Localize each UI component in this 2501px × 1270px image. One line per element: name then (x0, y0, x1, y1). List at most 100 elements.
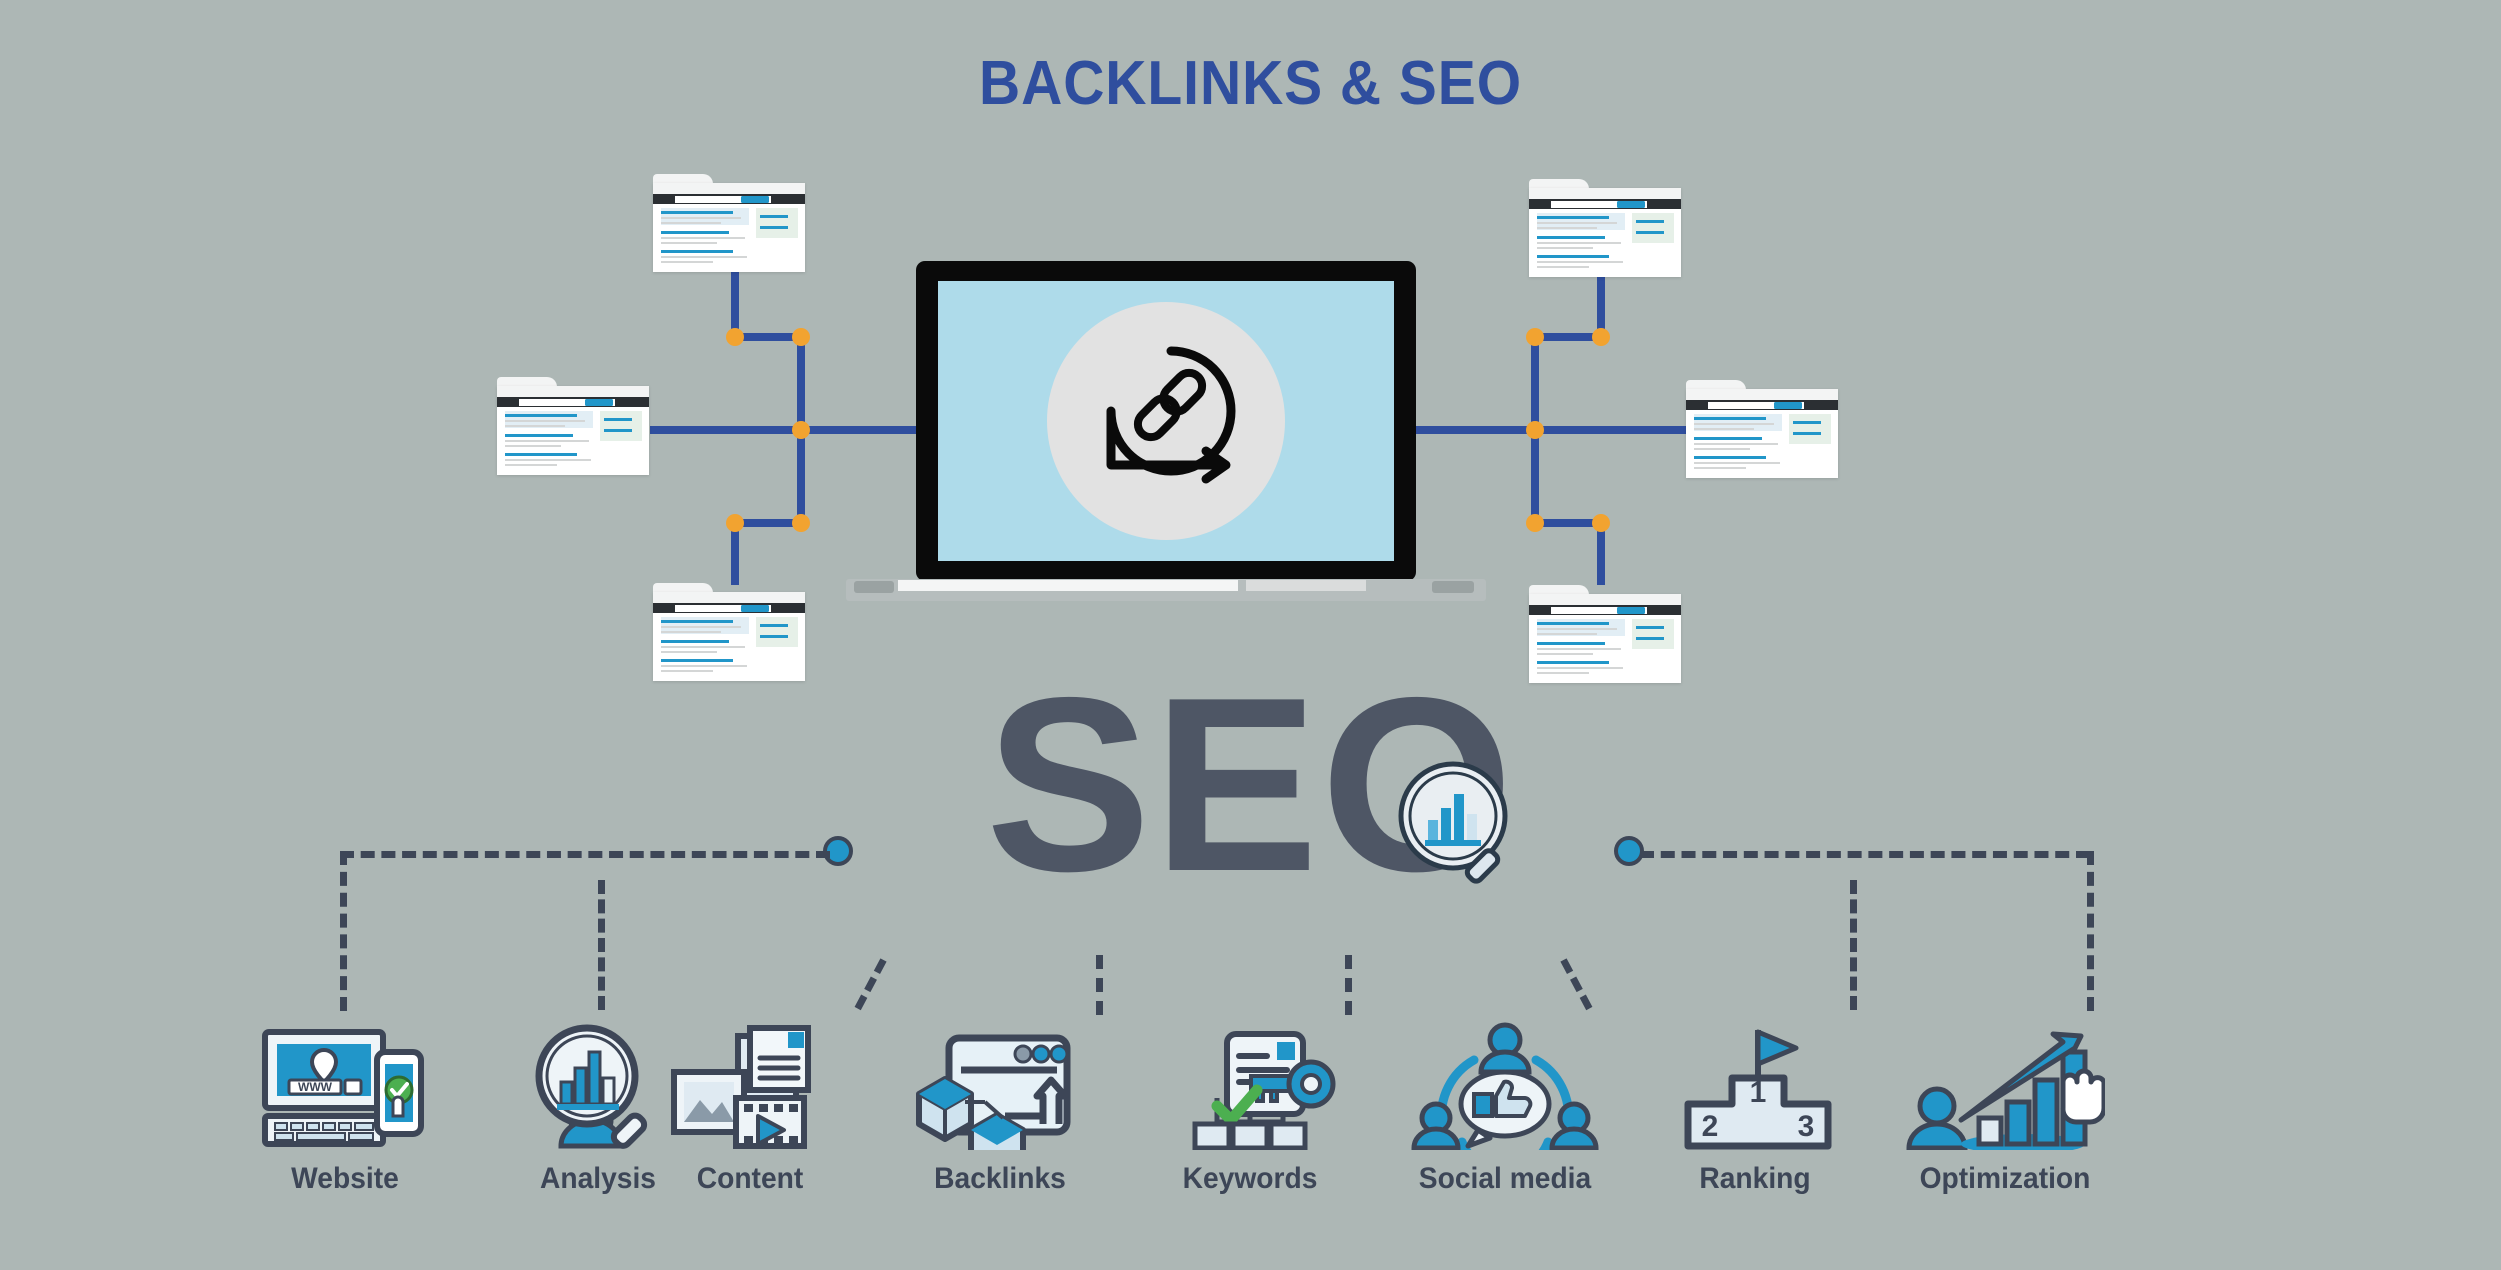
search-button[interactable] (1617, 606, 1645, 614)
item-label: Content (696, 1162, 804, 1195)
item-label: Keywords (1182, 1162, 1318, 1195)
card-bottom-right[interactable] (1529, 585, 1681, 683)
browser-toolbar (1529, 594, 1681, 611)
item-social-media[interactable]: Social media (1405, 1020, 1605, 1196)
network-node-right-upper-joint (1526, 328, 1544, 346)
wire-left-top-horizontal (731, 333, 801, 341)
network-node-right-lower-joint (1526, 514, 1544, 532)
website-monitor-icon: WWW (245, 1020, 445, 1150)
item-label: Optimization (1919, 1162, 2091, 1195)
backlinks-nodes-icon (900, 1020, 1100, 1150)
browser-dots-icon (658, 596, 680, 609)
tree-line-analysis-drop (598, 880, 605, 1010)
wire-left-mid-to-laptop (797, 426, 922, 434)
magnifier-bar-chart-icon (1398, 761, 1508, 884)
wire-right-top-horizontal (1531, 333, 1601, 341)
browser-dots-icon (502, 390, 524, 403)
network-node-right-top (1592, 328, 1610, 346)
search-input[interactable] (519, 398, 615, 406)
card-mid-right[interactable] (1686, 380, 1838, 478)
search-button[interactable] (741, 195, 769, 203)
search-input[interactable] (1708, 401, 1804, 409)
search-input[interactable] (675, 195, 771, 203)
wire-right-mid-horizontal (1531, 426, 1686, 434)
item-backlinks[interactable]: Backlinks (900, 1020, 1100, 1196)
browser-toolbar (653, 183, 805, 200)
item-label: Analysis (539, 1162, 657, 1195)
item-analysis[interactable]: Analysis (498, 1020, 698, 1196)
result-sidebar (756, 208, 798, 238)
result-list (1529, 615, 1681, 683)
search-button[interactable] (741, 604, 769, 612)
wire-right-top-vertical (1597, 270, 1605, 340)
tree-line-optimization-drop (2087, 851, 2094, 1011)
browser-dots-icon (1534, 192, 1556, 205)
search-button[interactable] (1774, 401, 1802, 409)
card-mid-left[interactable] (497, 377, 649, 475)
search-input[interactable] (675, 604, 771, 612)
item-label: Website (291, 1162, 399, 1195)
seo-wordmark: SEO (985, 645, 1516, 923)
result-list (653, 204, 805, 272)
podium-first-place: 1 (1750, 1076, 1767, 1109)
result-sidebar (756, 617, 798, 647)
network-node-left-center (792, 421, 810, 439)
item-label: Backlinks (934, 1162, 1066, 1195)
tree-line-right-trunk (1640, 851, 2090, 858)
browser-window (497, 386, 649, 475)
item-content[interactable]: Content (650, 1020, 850, 1196)
wire-left-lower-drop (797, 426, 805, 526)
laptop-base (846, 579, 1486, 601)
tree-line-backlinks-drop (1096, 955, 1103, 1015)
laptop-illustration (846, 261, 1486, 601)
result-sidebar (600, 411, 642, 441)
card-top-right[interactable] (1529, 179, 1681, 277)
laptop-screen (938, 281, 1394, 561)
result-list (653, 613, 805, 681)
browser-toolbar (1529, 188, 1681, 205)
item-label: Social media (1418, 1162, 1592, 1195)
laptop-foot-left (854, 581, 894, 593)
item-label: Ranking (1699, 1162, 1811, 1195)
browser-window (1529, 188, 1681, 277)
tree-line-keywords-drop (1345, 955, 1352, 1015)
wire-left-bottom-horizontal (731, 519, 801, 527)
item-ranking[interactable]: 1 2 3 Ranking (1655, 1020, 1855, 1196)
optimization-growth-icon (1905, 1020, 2105, 1150)
browser-dots-icon (658, 187, 680, 200)
browser-dots-icon (1534, 598, 1556, 611)
laptop-foot-right (1432, 581, 1474, 593)
result-sidebar (1632, 619, 1674, 649)
wire-right-bottom-vertical (1597, 519, 1605, 585)
search-input[interactable] (1551, 200, 1647, 208)
search-button[interactable] (585, 398, 613, 406)
browser-toolbar (653, 592, 805, 609)
network-node-right-center (1526, 421, 1544, 439)
ranking-podium-icon: 1 2 3 (1655, 1020, 1855, 1150)
search-button[interactable] (1617, 200, 1645, 208)
laptop-deck-shade (1246, 580, 1366, 591)
wire-left-bottom-vertical (731, 519, 739, 585)
wire-left-mid-horizontal (650, 426, 805, 434)
browser-window (1686, 389, 1838, 478)
wire-right-upper-drop (1531, 333, 1539, 433)
item-keywords[interactable]: Keywords (1150, 1020, 1350, 1196)
browser-toolbar (497, 386, 649, 403)
browser-window (653, 183, 805, 272)
search-input[interactable] (1551, 606, 1647, 614)
card-top-left[interactable] (653, 174, 805, 272)
chain-link-arrow-icon (1106, 346, 1236, 484)
tree-line-left-trunk (340, 851, 830, 858)
laptop-keyboard-deck (898, 580, 1238, 591)
wire-right-lower-drop (1531, 426, 1539, 526)
screen-circle-backdrop (1047, 302, 1285, 540)
card-bottom-left[interactable] (653, 583, 805, 681)
browser-window (653, 592, 805, 681)
page-title: BACKLINKS & SEO (978, 49, 1523, 118)
browser-window (1529, 594, 1681, 683)
item-optimization[interactable]: Optimization (1905, 1020, 2105, 1196)
item-website[interactable]: WWW Website (245, 1020, 445, 1196)
tree-line-website-drop (340, 851, 347, 1011)
network-node-left-upper-joint (792, 328, 810, 346)
tree-line-ranking-drop (1850, 880, 1857, 1010)
